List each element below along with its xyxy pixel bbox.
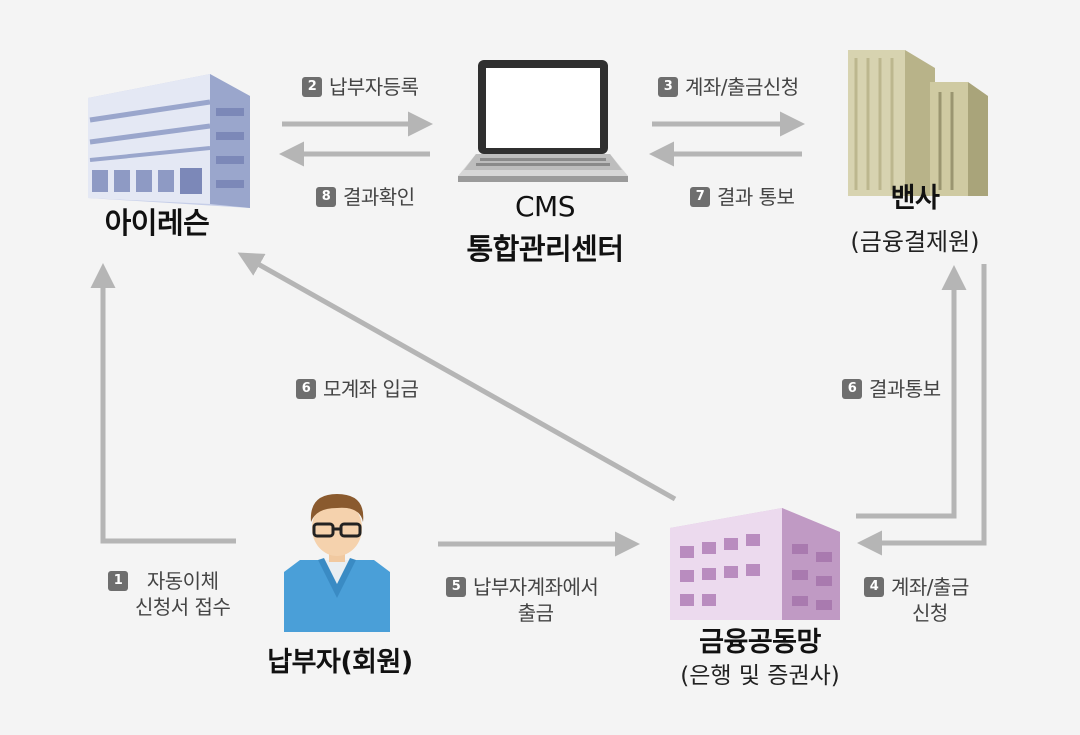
step-1-badge: 1: [108, 571, 128, 591]
person-icon: [284, 494, 390, 632]
step-6a-label: 6 모계좌 입금: [296, 376, 419, 402]
step-7-label: 7 결과 통보: [690, 184, 795, 210]
step-5-badge: 5: [446, 577, 466, 597]
arrow-vansa-to-network: [857, 264, 987, 556]
cms-label-line1: CMS: [515, 190, 575, 223]
arrow-member-to-ilessons: [90, 263, 236, 544]
vansa-sublabel: (금융결제원): [850, 228, 980, 256]
step-7-badge: 7: [690, 187, 710, 207]
step-8-badge: 8: [316, 187, 336, 207]
step-1-label: 1 자동이체 신청서 접수: [108, 568, 231, 620]
step-4-line1: 계좌/출금: [891, 575, 969, 599]
step-2-badge: 2: [302, 77, 322, 97]
step-6a-badge: 6: [296, 379, 316, 399]
step-6b-badge: 6: [842, 379, 862, 399]
step-4-label: 4 계좌/출금 신청: [864, 574, 969, 626]
step-6a-text: 모계좌 입금: [323, 377, 419, 401]
step-3-label: 3 계좌/출금신청: [658, 74, 799, 100]
step-1-line1: 자동이체: [146, 569, 219, 593]
step-2-text: 납부자등록: [329, 75, 419, 99]
member-label: 납부자(회원): [267, 647, 413, 678]
step-7-text: 결과 통보: [717, 185, 795, 209]
bank-building-icon: [848, 50, 988, 196]
step-1-line2: 신청서 접수: [135, 595, 231, 619]
step-4-badge: 4: [864, 577, 884, 597]
network-building-icon: [670, 508, 840, 620]
ilessons-label: 아이레슨: [104, 206, 210, 240]
cms-label-line2: 통합관리센터: [466, 232, 624, 266]
step-3-badge: 3: [658, 77, 678, 97]
step-4-line2: 신청: [912, 601, 948, 625]
financial-network-label: 금융공동망: [699, 627, 821, 658]
step-8-text: 결과확인: [343, 185, 415, 209]
step-3-text: 계좌/출금신청: [685, 75, 799, 99]
step-2-label: 2 납부자등록: [302, 74, 419, 100]
arrow-network-to-ilessons: [237, 252, 677, 502]
step-6b-label: 6 결과통보: [842, 376, 941, 402]
financial-network-sublabel: (은행 및 증권사): [680, 663, 840, 689]
step-8-label: 8 결과확인: [316, 184, 415, 210]
arrow-network-to-vansa: [856, 265, 967, 519]
step-5-line1: 납부자계좌에서: [473, 575, 599, 599]
vansa-label: 밴사: [890, 183, 940, 214]
arrows: [90, 111, 987, 557]
step-5-line2: 출금: [517, 601, 554, 625]
step-5-label: 5 납부자계좌에서 출금: [446, 574, 599, 626]
laptop-icon: [458, 60, 628, 182]
office-building-icon: [88, 74, 250, 208]
step-6b-text: 결과통보: [869, 377, 941, 401]
